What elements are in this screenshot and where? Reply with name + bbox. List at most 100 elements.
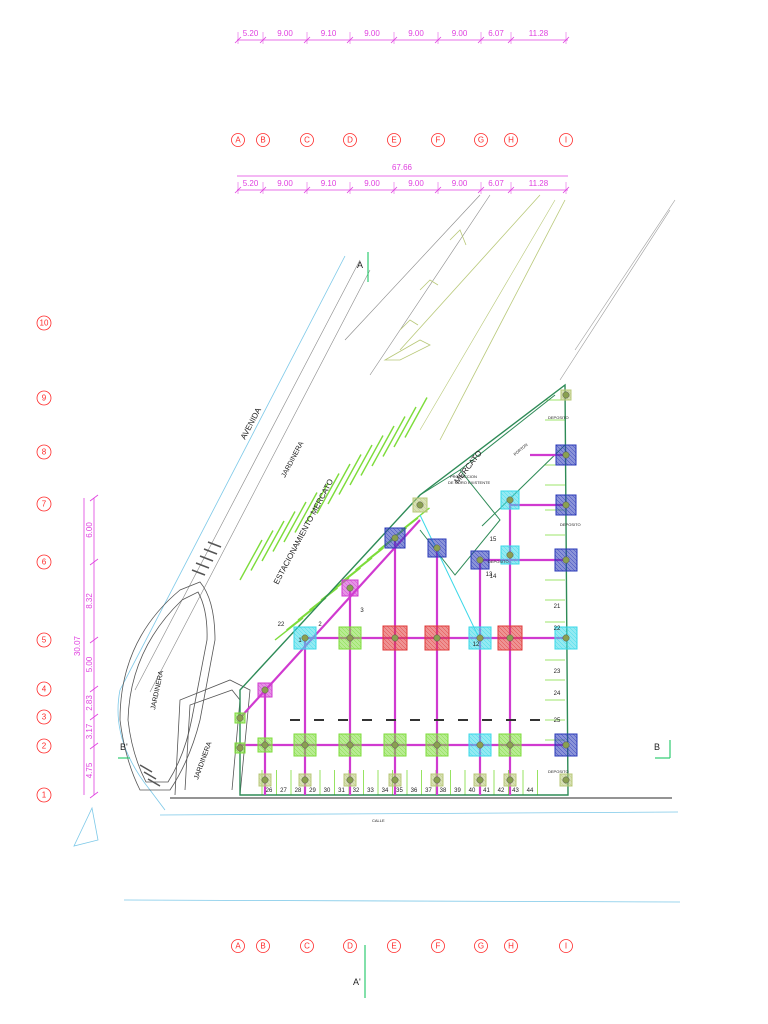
column-blue: [427, 538, 447, 558]
svg-text:8: 8: [42, 448, 47, 457]
label-muro: DE MURO EXISTENTE: [448, 480, 491, 485]
axis-bubble-7: 7: [36, 496, 52, 512]
stall-number: 27: [280, 788, 287, 794]
axis-bubble-h: H: [504, 939, 518, 953]
column-red: [497, 625, 523, 651]
column-green: [338, 733, 362, 757]
axis-bubble-9: 9: [36, 390, 52, 406]
label-street-small: CALLE: [372, 818, 385, 823]
stall-number: 15: [490, 537, 497, 543]
stall-number: 28: [295, 788, 302, 794]
column-cyan: [554, 626, 578, 650]
dimension-value: 5.20: [243, 29, 259, 38]
axis-bubble-b: B: [256, 133, 270, 147]
parking-stripe: [250, 530, 274, 571]
column-green: [293, 733, 317, 757]
axis-bubble-f: F: [431, 133, 445, 147]
stall-number: 12: [473, 642, 480, 648]
dimension-value: 11.28: [529, 29, 549, 38]
dimension-tick: [89, 791, 99, 799]
stall-number: 37: [425, 788, 432, 794]
axis-bubble-1: 1: [36, 787, 52, 803]
svg-text:B: B: [260, 942, 265, 951]
axis-bubble-5: 5: [36, 632, 52, 648]
parking-stripe: [382, 416, 406, 457]
svg-text:E: E: [391, 136, 396, 145]
label-deposito-3: DEPOSITO: [488, 559, 509, 564]
svg-text:D: D: [347, 942, 353, 951]
axis-bubble-d: D: [343, 133, 357, 147]
parking-stripe: [355, 547, 384, 571]
stall-number: 26: [266, 788, 273, 794]
section-a-prime: A': [353, 977, 361, 987]
structural-columns: [234, 389, 578, 787]
axis-bubble-i: I: [559, 133, 573, 147]
parking-stripe: [286, 607, 315, 631]
column-olive: [430, 773, 444, 787]
stall-number: 1: [298, 638, 302, 644]
svg-text:10: 10: [40, 319, 49, 328]
column-olive: [559, 773, 573, 787]
parking-stripe: [239, 539, 263, 581]
column-blue: [554, 733, 578, 757]
stall-number: 41: [483, 788, 490, 794]
stall-number: 40: [469, 788, 476, 794]
column-cyan: [468, 733, 492, 757]
svg-text:E: E: [391, 942, 396, 951]
dimension-value: 9.00: [364, 179, 380, 188]
label-deposito-4: DEPOSITO: [548, 769, 569, 774]
parking-stripe: [261, 520, 285, 562]
parking-stripe: [404, 397, 428, 438]
svg-text:A: A: [235, 136, 241, 145]
axis-bubble-c: C: [300, 133, 314, 147]
dimension-value: 9.00: [452, 179, 468, 188]
dimension-value: 9.00: [452, 29, 468, 38]
dimension-value: 6.07: [488, 179, 504, 188]
label-avenida: AVENIDA: [239, 406, 263, 441]
parking-stripe: [283, 501, 307, 543]
svg-text:3: 3: [42, 713, 47, 722]
stall-number: 33: [367, 788, 374, 794]
dimension-value: 9.00: [277, 179, 293, 188]
axis-bubble-a: A: [231, 939, 245, 953]
section-markers: A A' B B': [118, 252, 671, 998]
parking-stripe: [327, 463, 351, 505]
svg-text:D: D: [347, 136, 353, 145]
axis-bubble-g: G: [474, 133, 488, 147]
parking-stripe: [305, 482, 329, 524]
parking-stripe: [316, 473, 340, 514]
svg-text:H: H: [508, 942, 514, 951]
svg-text:I: I: [565, 136, 567, 145]
section-b-prime: B': [120, 742, 128, 752]
stall-number: 2: [318, 622, 322, 628]
axis-bubble-h: H: [504, 133, 518, 147]
axis-bubble-b: B: [256, 939, 270, 953]
svg-text:1: 1: [42, 791, 47, 800]
stall-number: 29: [309, 788, 316, 794]
column-olive: [298, 773, 312, 787]
column-green: [338, 626, 362, 650]
parking-stripe: [272, 511, 296, 552]
dimension-value: 6.07: [488, 29, 504, 38]
parking-stripe: [393, 406, 417, 448]
svg-text:F: F: [436, 136, 441, 145]
total-height: 30.07: [73, 635, 82, 656]
label-jardinera-top: JARDINERA: [281, 440, 306, 479]
svg-text:5: 5: [42, 636, 47, 645]
parking-stripe: [371, 425, 395, 467]
axis-bubble-4: 4: [36, 681, 52, 697]
svg-text:G: G: [478, 136, 484, 145]
column-magenta: [341, 579, 359, 597]
svg-text:F: F: [436, 942, 441, 951]
stall-number: 34: [382, 788, 389, 794]
stall-number: 23: [554, 669, 561, 675]
svg-text:I: I: [565, 942, 567, 951]
stall-number: 22: [278, 622, 285, 628]
stall-number: 39: [454, 788, 461, 794]
column-green: [498, 733, 522, 757]
label-porton: PORTON: [512, 442, 528, 457]
